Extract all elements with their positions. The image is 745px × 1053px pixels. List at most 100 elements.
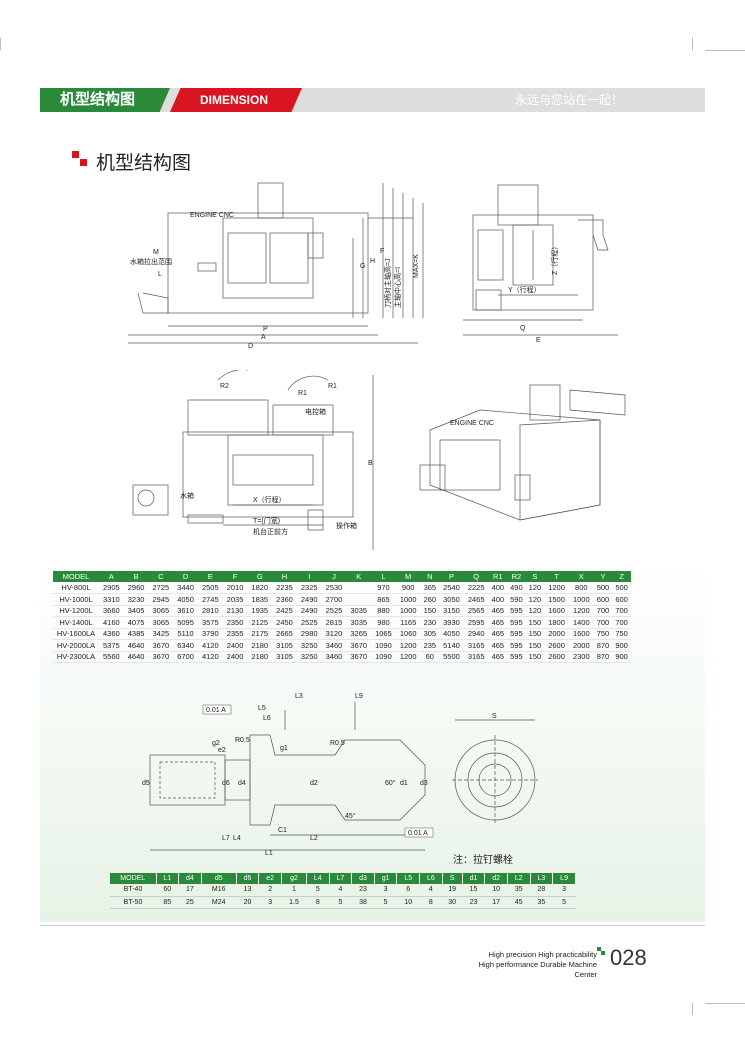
value-cell: 5375 [99, 639, 124, 652]
value-cell: 10 [484, 884, 508, 897]
value-cell: 3670 [346, 639, 372, 652]
crop-mark [0, 38, 1, 50]
table-header-cell: e2 [258, 873, 282, 884]
value-cell: 1.5 [281, 896, 307, 909]
side-view-drawing: Y（行程） Z（行程） Q E [463, 184, 618, 344]
label-door-width: T=(门宽) [253, 516, 280, 525]
model-cell: HV-1000L [53, 593, 99, 606]
label-spindle-height: 主轴中心高=I [393, 267, 402, 308]
value-cell: 465 [488, 616, 508, 629]
svg-text:d4: d4 [238, 780, 246, 787]
table-header-cell: S [442, 873, 463, 884]
value-cell: 1600 [544, 605, 569, 617]
crop-mark [692, 38, 693, 50]
value-cell: 2960 [123, 582, 149, 594]
value-cell: 30 [442, 896, 463, 909]
value-cell: 3105 [272, 651, 297, 663]
value-cell: 6 [396, 884, 420, 897]
section-marker-icon [80, 159, 87, 166]
value-cell: 3230 [123, 593, 149, 606]
value-cell: 120 [525, 582, 545, 594]
value-cell: 2450 [272, 616, 297, 629]
value-cell: 3035 [346, 605, 372, 617]
svg-text:L9: L9 [355, 693, 363, 700]
svg-text:A: A [261, 334, 266, 341]
value-cell [346, 593, 372, 606]
footer-line-1: High precision High practicability [488, 950, 597, 959]
value-cell: 1500 [544, 593, 569, 606]
table-header-cell: L [371, 571, 396, 582]
value-cell: 10 [396, 896, 420, 909]
value-cell: 120 [525, 605, 545, 617]
svg-text:M: M [153, 249, 159, 256]
value-cell: M16 [201, 884, 237, 897]
value-cell: 1200 [395, 639, 421, 652]
svg-text:R0.5: R0.5 [235, 737, 250, 744]
value-cell: 5 [374, 896, 397, 909]
value-cell [346, 582, 372, 594]
value-cell: 4640 [123, 639, 149, 652]
value-cell: 3310 [99, 593, 124, 606]
value-cell: 3050 [439, 593, 464, 606]
value-cell: 235 [420, 639, 440, 652]
value-cell: 3670 [346, 651, 372, 663]
value-cell: 3120 [321, 628, 347, 640]
table-header-cell: H [272, 571, 297, 582]
value-cell: 35 [507, 884, 531, 897]
model-cell: HV-2300LA [53, 651, 99, 663]
header-title-cn: 机型结构图 [40, 88, 170, 112]
table-header-cell: J [321, 571, 347, 582]
table-header-cell: g1 [374, 873, 398, 884]
value-cell: 2810 [197, 605, 223, 617]
value-cell: 4385 [123, 628, 149, 640]
value-cell: 2125 [247, 616, 273, 629]
value-cell: 1600 [568, 628, 594, 640]
value-cell: 5 [306, 884, 330, 897]
value-cell: 1060 [395, 628, 421, 640]
value-cell: 3460 [321, 651, 347, 663]
svg-text:ENGINE CNC: ENGINE CNC [450, 420, 494, 427]
value-cell: 2490 [296, 605, 322, 617]
footer-divider [40, 925, 705, 926]
header-title-en: DIMENSION [170, 88, 302, 112]
footer-marker-icon [601, 951, 605, 955]
value-cell: 1200 [395, 651, 421, 663]
label-y-travel: Y（行程） [508, 285, 541, 294]
value-cell: 2355 [222, 628, 248, 640]
label-operator-box: 操作箱 [336, 521, 357, 530]
table-header-cell: d5 [201, 873, 237, 884]
value-cell: 13 [236, 884, 259, 897]
label-electric-box: 电控箱 [305, 407, 326, 416]
value-cell: 1090 [371, 639, 396, 652]
label-machine-front: 机台正前方 [253, 527, 288, 536]
value-cell: 870 [593, 651, 613, 663]
value-cell: 490 [507, 582, 526, 594]
value-cell: 3250 [296, 651, 322, 663]
value-cell: 1000 [568, 593, 594, 606]
value-cell: 150 [525, 628, 545, 640]
svg-text:L4: L4 [233, 835, 241, 842]
pull-stud-end-view: S [452, 713, 538, 825]
value-cell: 400 [488, 593, 508, 606]
table-header-cell: Y [593, 571, 613, 582]
table-header-cell: I [296, 571, 322, 582]
value-cell: 1 [281, 884, 307, 897]
table-header-cell: g2 [281, 873, 308, 884]
value-cell: 800 [568, 582, 594, 594]
svg-text:45°: 45° [345, 812, 356, 820]
crop-mark [705, 1003, 745, 1004]
value-cell: 15 [462, 884, 485, 897]
value-cell: 23 [462, 896, 485, 909]
svg-text:L5: L5 [258, 705, 266, 712]
value-cell: 2540 [439, 582, 464, 594]
value-cell: 20 [236, 896, 259, 909]
value-cell: 2940 [463, 628, 489, 640]
table-header-cell: M [395, 571, 421, 582]
value-cell: 150 [525, 616, 545, 629]
value-cell: 365 [420, 582, 440, 594]
value-cell: 3 [374, 884, 397, 897]
table-header-cell: C [148, 571, 174, 582]
table-header-cell: B [123, 571, 149, 582]
